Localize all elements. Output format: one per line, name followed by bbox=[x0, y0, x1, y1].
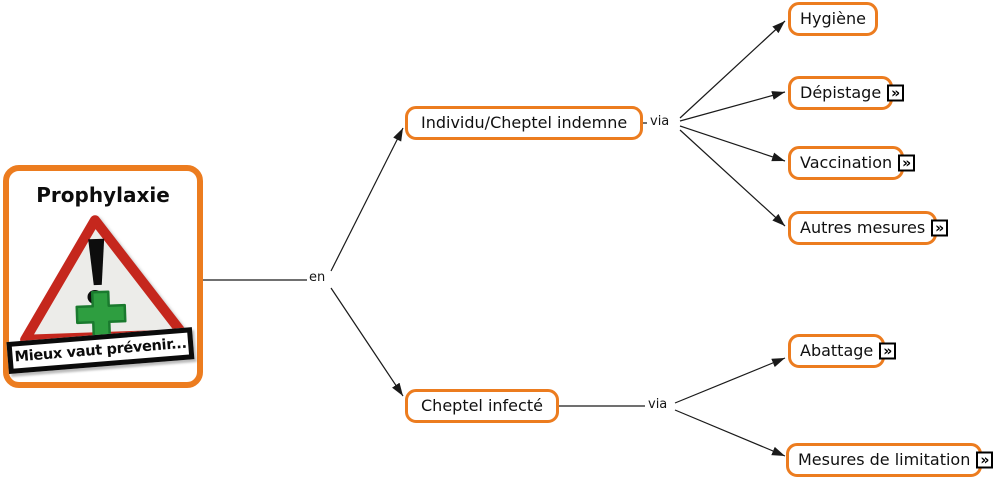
resource-link-icon[interactable]: » bbox=[931, 219, 949, 237]
warning-triangle-icon bbox=[20, 215, 189, 345]
linking-phrase-via-indemne[interactable]: via bbox=[650, 114, 670, 129]
resource-link-icon[interactable]: » bbox=[887, 84, 905, 102]
node-hygiene[interactable]: Hygiène bbox=[788, 2, 878, 36]
node-label: Hygiène bbox=[800, 9, 866, 28]
node-cheptel-infecte[interactable]: Cheptel infecté bbox=[405, 389, 559, 423]
node-label: Individu/Cheptel indemne bbox=[421, 113, 628, 132]
node-label: Vaccination bbox=[800, 153, 893, 172]
resource-link-icon[interactable]: » bbox=[879, 342, 897, 360]
linking-phrase-en[interactable]: en bbox=[309, 270, 326, 285]
node-vaccination[interactable]: Vaccination » bbox=[788, 146, 916, 180]
root-title: Prophylaxie bbox=[36, 183, 170, 207]
node-depistage[interactable]: Dépistage » bbox=[788, 76, 905, 110]
node-autres-mesures[interactable]: Autres mesures » bbox=[788, 211, 949, 245]
node-prophylaxie[interactable]: Prophylaxie Mieux vaut prévenir... bbox=[3, 165, 203, 388]
node-mesures-de-limitation[interactable]: Mesures de limitation » bbox=[786, 443, 993, 477]
node-label: Dépistage bbox=[800, 83, 882, 102]
node-label: Autres mesures bbox=[800, 218, 926, 237]
node-label: Cheptel infecté bbox=[421, 396, 543, 415]
linking-phrase-via-infecte[interactable]: via bbox=[648, 397, 668, 412]
node-label: Mesures de limitation bbox=[798, 450, 971, 469]
node-individu-cheptel-indemne[interactable]: Individu/Cheptel indemne bbox=[405, 106, 644, 140]
node-abattage[interactable]: Abattage » bbox=[788, 334, 897, 368]
resource-link-icon[interactable]: » bbox=[976, 451, 993, 469]
node-label: Abattage bbox=[800, 341, 874, 360]
resource-link-icon[interactable]: » bbox=[898, 154, 916, 172]
